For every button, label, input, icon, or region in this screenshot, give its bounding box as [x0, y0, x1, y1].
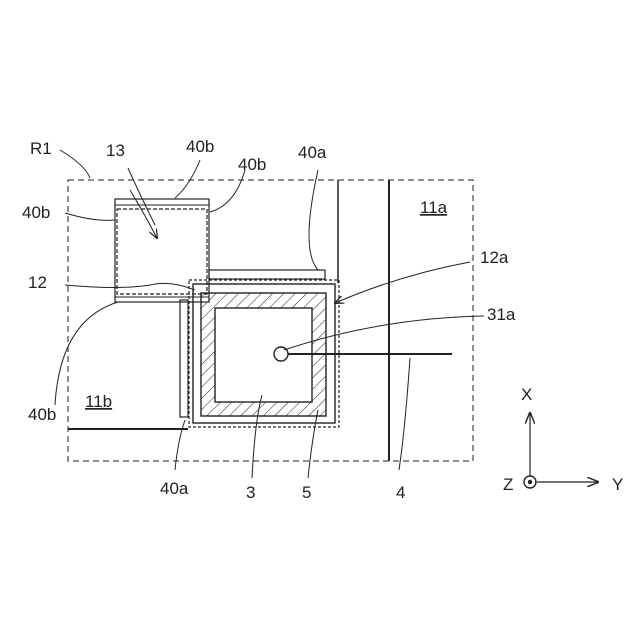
leader-5 [308, 410, 318, 478]
leader-40b-left [65, 213, 115, 220]
label-12a: 12a [480, 248, 509, 267]
label-40b-top-a: 40b [186, 137, 214, 156]
leader-r1 [60, 150, 90, 178]
leader-40a-top [309, 170, 318, 270]
label-40a-top: 40a [298, 143, 327, 162]
label-r1: R1 [30, 139, 52, 158]
label-40a-bottom: 40a [160, 479, 189, 498]
label-11b: 11b [85, 392, 112, 411]
label-11a: 11a [420, 198, 448, 217]
leader-12a [335, 262, 470, 303]
label-4: 4 [396, 483, 405, 502]
label-3: 3 [246, 483, 255, 502]
label-31a: 31a [487, 305, 516, 324]
arrow-13 [130, 190, 157, 238]
label-12: 12 [28, 273, 47, 292]
axis-label-y: Y [612, 475, 623, 494]
z-axis-dot [528, 480, 532, 484]
leader-40b-top-b [210, 170, 245, 212]
leader-40b-top-a [175, 160, 200, 198]
label-40b-top-b: 40b [238, 155, 266, 174]
component-13-outer [115, 199, 209, 302]
leader-40a-bottom [175, 420, 185, 470]
label-40b-bottom: 40b [28, 405, 56, 424]
label-13: 13 [106, 141, 125, 160]
strip-40a-top [209, 270, 325, 279]
leader-4 [399, 358, 410, 470]
axis-label-x: X [521, 385, 532, 404]
coordinate-axes: X Y Z [503, 385, 623, 494]
label-5: 5 [302, 483, 311, 502]
leader-13 [128, 168, 155, 225]
leader-12 [65, 283, 195, 290]
axis-label-z: Z [503, 475, 513, 494]
strip-40a-left [180, 300, 188, 417]
label-40b-left: 40b [22, 203, 50, 222]
component-13-inner [117, 209, 207, 294]
leader-40b-bottom [55, 302, 118, 405]
